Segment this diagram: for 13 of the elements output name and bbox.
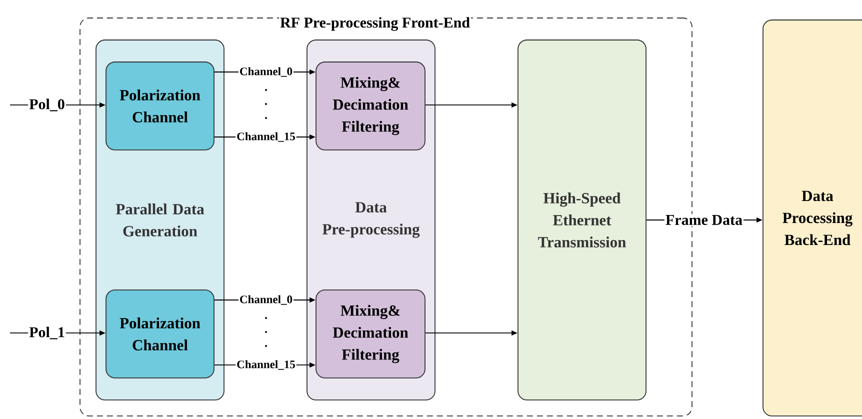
edge-label: Frame Data — [664, 214, 744, 226]
process-box: Polarization Channel — [106, 62, 214, 150]
edge-label: Pol_0 — [28, 98, 66, 112]
edge-label: Channel_15 — [236, 131, 296, 143]
process-box: Mixing& Decimation Filtering — [316, 62, 426, 150]
edge-label: Channel_15 — [236, 359, 296, 371]
panel: High-Speed Ethernet Transmission — [518, 40, 646, 400]
edge-label: Pol_1 — [28, 326, 66, 340]
back-end-box: Data Processing Back-End — [762, 20, 862, 416]
edge-label: Channel_0 — [238, 294, 294, 306]
process-box: Polarization Channel — [106, 290, 214, 378]
edge-label: Channel_0 — [238, 66, 294, 78]
process-box: Mixing& Decimation Filtering — [316, 290, 426, 378]
